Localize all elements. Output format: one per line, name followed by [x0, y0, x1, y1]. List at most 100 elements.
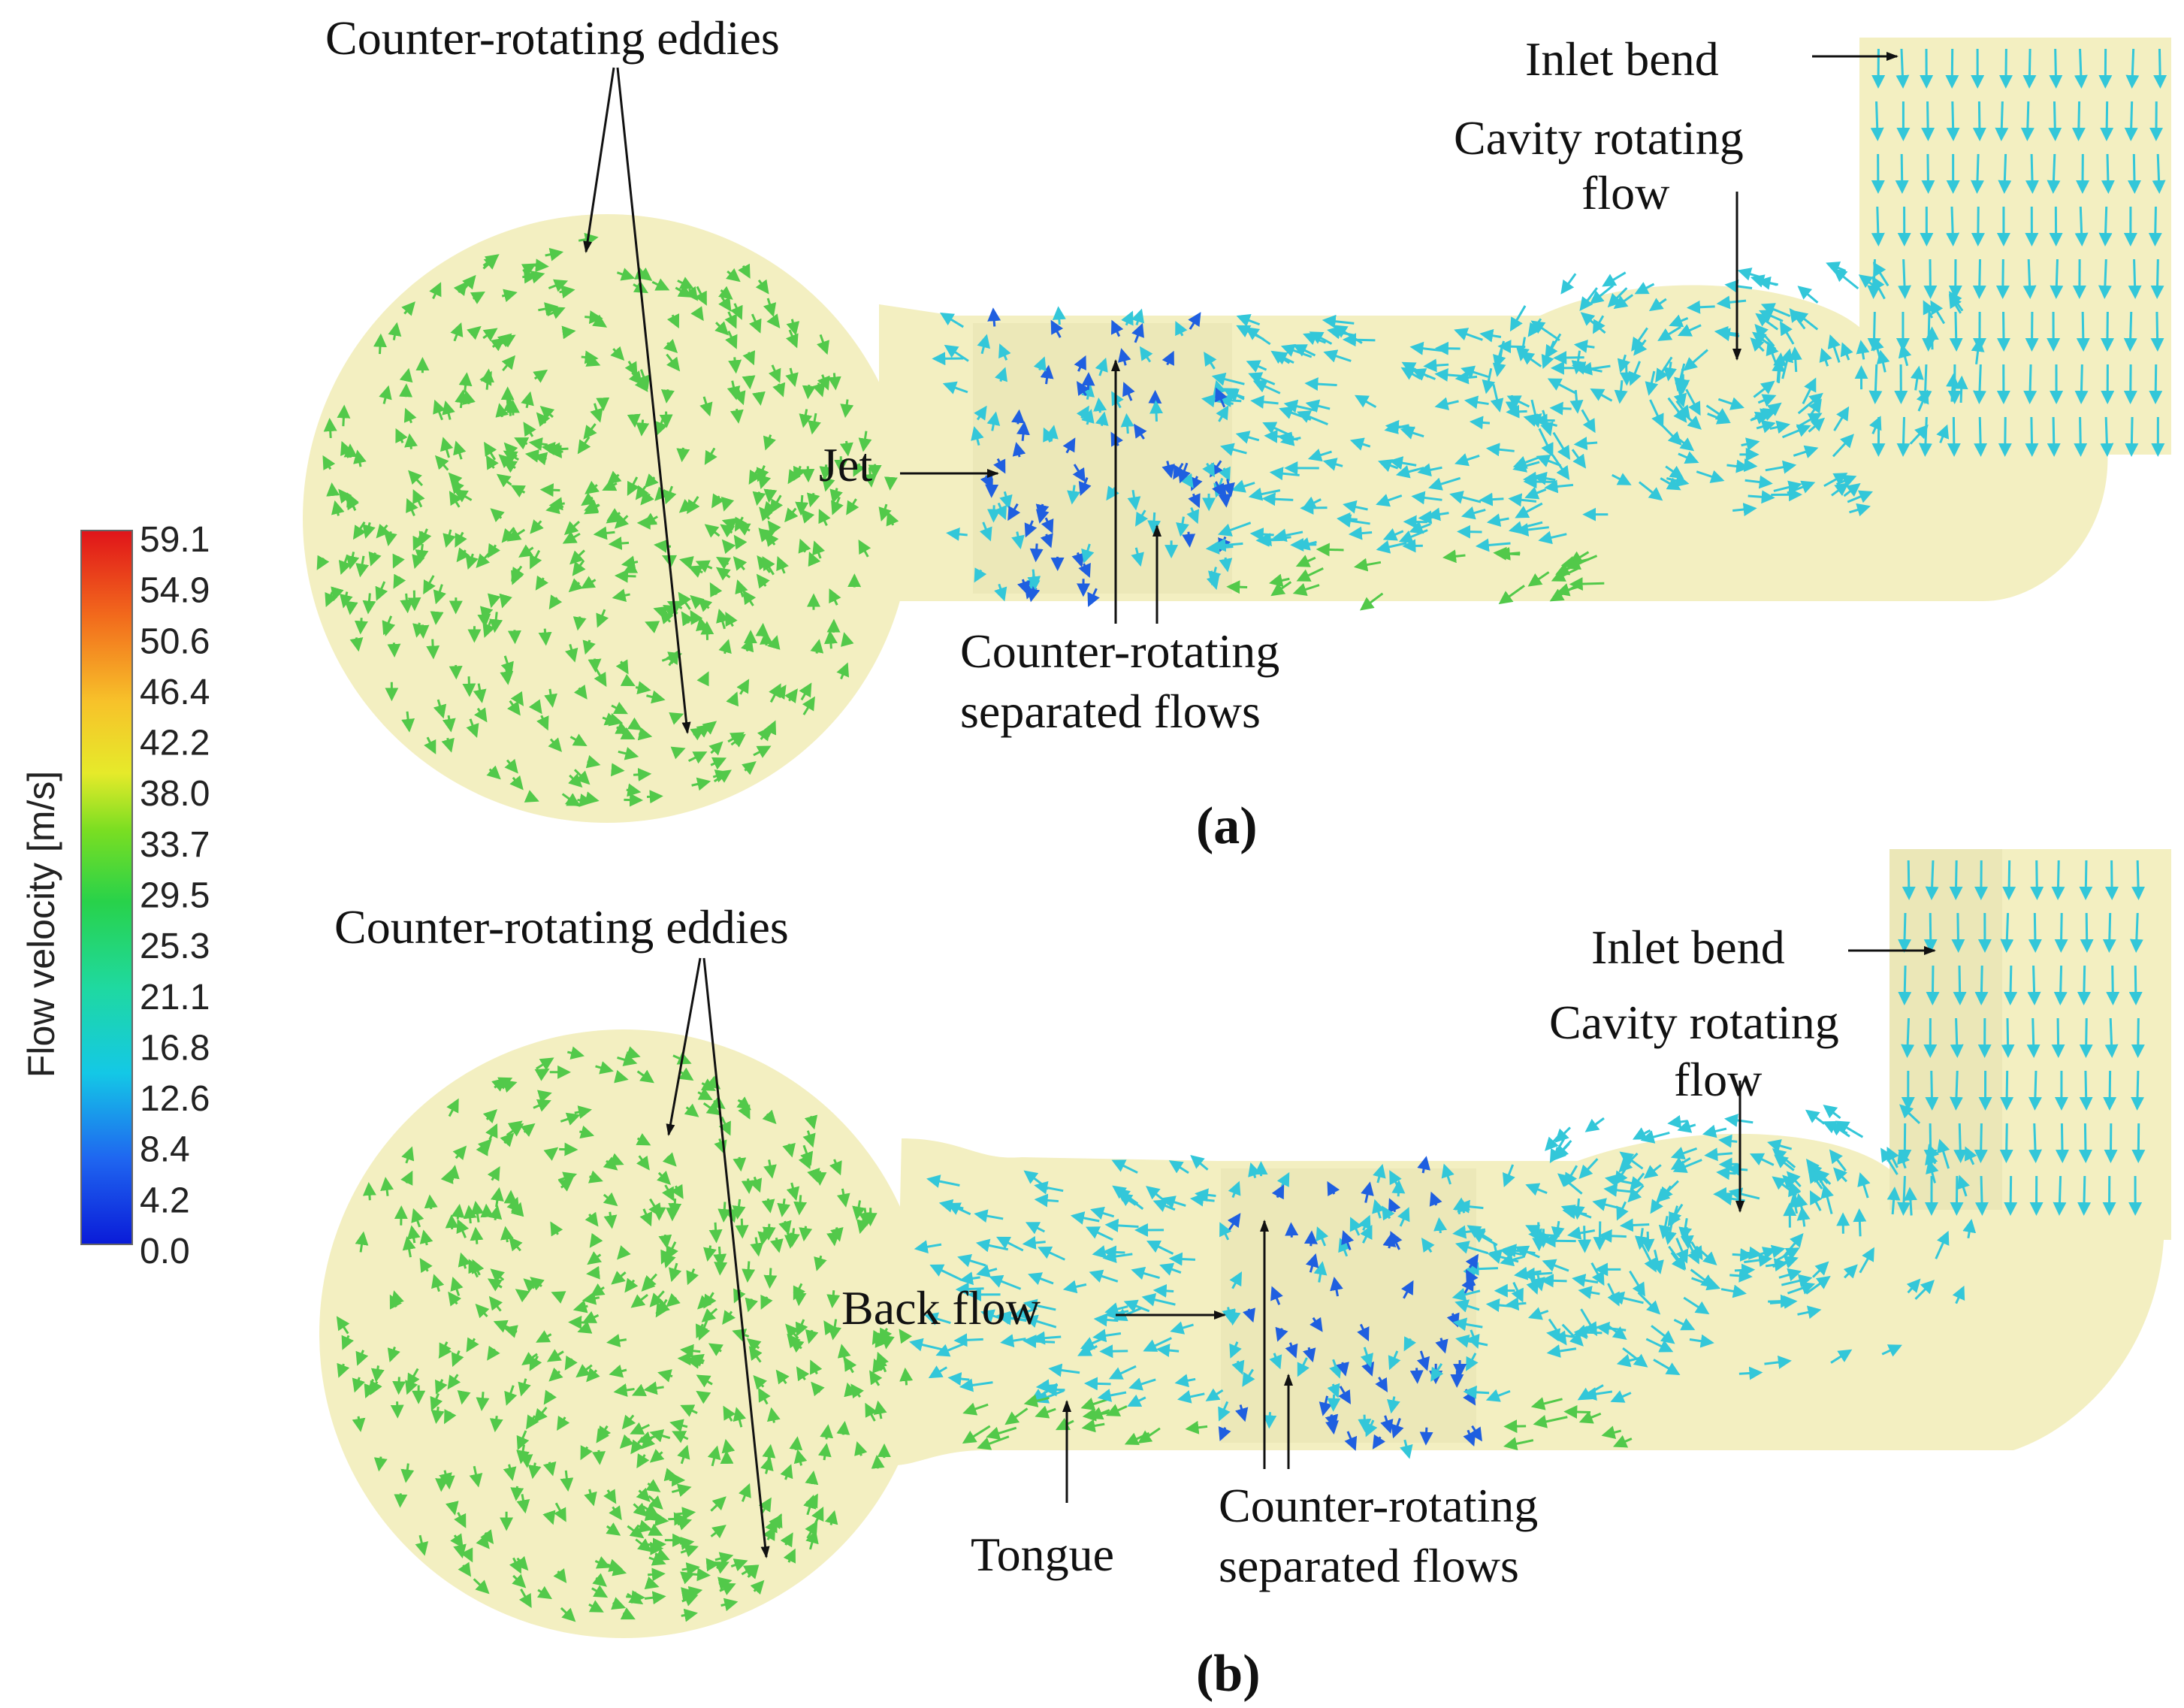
velocity-vector: [993, 458, 1006, 474]
velocity-vector: [418, 528, 432, 546]
velocity-vector: [739, 1483, 751, 1502]
colorbar-tick-label: 38.0: [140, 774, 210, 814]
velocity-vector: [1738, 1366, 1763, 1380]
velocity-vector: [733, 1156, 747, 1172]
velocity-vector: [2004, 965, 2018, 1005]
velocity-vector: [994, 502, 1007, 521]
velocity-vector: [1571, 449, 1587, 469]
velocity-vector: [560, 1112, 581, 1126]
panel-b-volute: [319, 1029, 928, 1638]
velocity-vector: [720, 1598, 739, 1612]
velocity-vector: [704, 447, 717, 465]
velocity-vector: [520, 1123, 536, 1138]
velocity-vector: [899, 1329, 913, 1344]
velocity-vector: [2047, 153, 2061, 194]
velocity-vector: [1549, 401, 1572, 416]
velocity-vector: [1797, 286, 1819, 304]
velocity-vector: [1581, 409, 1596, 434]
velocity-vector: [2026, 1017, 2041, 1058]
velocity-vector: [802, 384, 816, 400]
velocity-vector: [501, 289, 518, 303]
velocity-vector: [524, 449, 541, 463]
velocity-vector: [1152, 1283, 1174, 1298]
velocity-vector: [2053, 965, 2068, 1005]
velocity-vector: [608, 712, 624, 727]
velocity-vector: [501, 355, 516, 372]
velocity-vector: [1509, 305, 1527, 332]
velocity-vector: [1833, 406, 1850, 431]
velocity-vector: [1921, 153, 1935, 194]
velocity-vector: [878, 503, 892, 522]
velocity-vector: [484, 441, 497, 461]
velocity-vector: [530, 549, 542, 570]
velocity-vector: [518, 544, 534, 558]
panel-a-cavity: [1540, 285, 2108, 601]
velocity-vector: [2022, 258, 2037, 299]
panel-a-separation-zone: [973, 323, 1232, 594]
velocity-vector: [1724, 280, 1753, 293]
velocity-vector: [1973, 364, 1986, 404]
velocity-vector: [709, 582, 723, 597]
velocity-vector: [589, 314, 608, 328]
velocity-vector: [1544, 479, 1574, 494]
velocity-vector: [1528, 399, 1542, 428]
velocity-vector: [362, 1181, 376, 1201]
velocity-vector: [1188, 493, 1201, 509]
velocity-vector: [1011, 409, 1025, 425]
velocity-vector: [473, 1578, 490, 1595]
velocity-vector: [707, 1445, 721, 1467]
velocity-vector: [1492, 349, 1506, 377]
velocity-vector: [645, 621, 660, 633]
velocity-vector: [424, 1194, 438, 1210]
velocity-vector: [727, 732, 745, 745]
velocity-vector: [1423, 358, 1449, 373]
velocity-vector: [865, 1402, 878, 1422]
velocity-vector: [772, 382, 786, 398]
velocity-vector: [1482, 367, 1496, 395]
velocity-vector: [795, 494, 809, 516]
velocity-vector: [760, 528, 775, 543]
velocity-vector: [1750, 337, 1765, 352]
velocity-vector: [704, 524, 720, 538]
velocity-vector: [562, 531, 581, 544]
velocity-vector: [1208, 567, 1222, 585]
velocity-vector: [1729, 1268, 1753, 1283]
velocity-vector: [564, 643, 578, 663]
velocity-vector: [400, 593, 414, 614]
velocity-vector: [412, 554, 425, 570]
velocity-vector: [1726, 1162, 1748, 1177]
velocity-vector: [1131, 547, 1144, 567]
velocity-vector: [708, 741, 723, 756]
velocity-vector: [2074, 416, 2088, 457]
velocity-vector: [1974, 1123, 1988, 1163]
velocity-vector: [1305, 399, 1331, 413]
velocity-vector: [1343, 500, 1368, 514]
velocity-vector: [2123, 311, 2137, 352]
velocity-vector: [728, 357, 742, 374]
velocity-vector: [473, 683, 487, 703]
velocity-vector: [449, 491, 462, 508]
velocity-vector: [415, 624, 430, 639]
velocity-vector: [710, 1496, 726, 1512]
velocity-vector: [2098, 258, 2112, 299]
velocity-vector: [817, 1443, 832, 1461]
velocity-vector: [2102, 912, 2116, 953]
velocity-vector: [467, 325, 482, 340]
velocity-vector: [1896, 48, 1910, 89]
velocity-vector: [1236, 325, 1264, 340]
velocity-vector: [1401, 361, 1430, 378]
velocity-vector: [1995, 101, 2009, 141]
colorbar-gradient: [80, 530, 133, 1245]
panel-a-eddies-arrow-1: [583, 67, 615, 253]
velocity-vector: [1222, 388, 1245, 401]
velocity-vector: [500, 669, 514, 685]
velocity-vector: [1217, 393, 1242, 407]
colorbar-tick-label: 42.2: [140, 724, 210, 763]
velocity-vector: [1273, 528, 1303, 543]
velocity-vector: [1110, 319, 1124, 337]
velocity-vector: [577, 436, 591, 455]
velocity-vector: [500, 655, 514, 676]
velocity-vector: [1212, 538, 1243, 552]
velocity-vector: [1876, 349, 1890, 373]
velocity-vector: [799, 409, 813, 428]
